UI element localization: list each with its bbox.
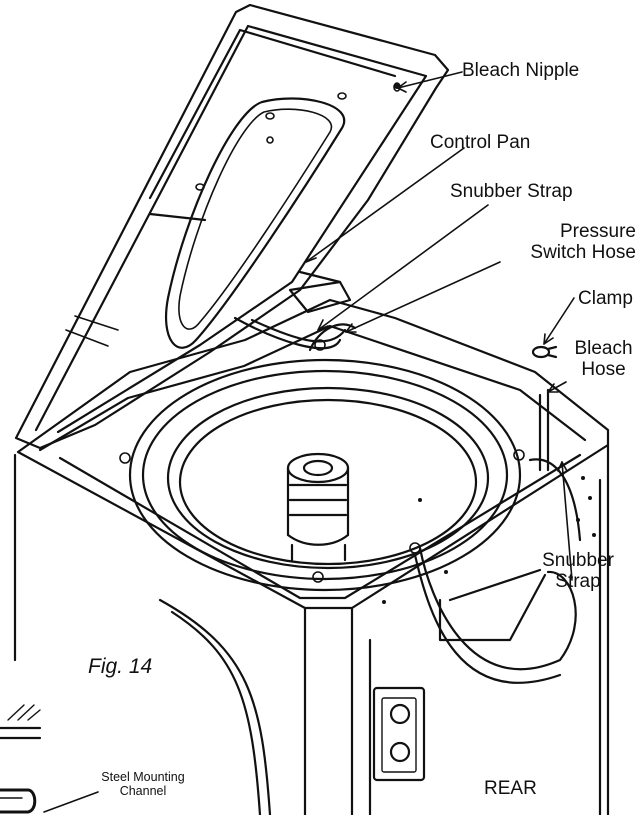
label-pressure-line1: Pressure [559,221,636,242]
agitator-hub [286,452,350,562]
control-pan [288,270,352,314]
label-pressure-switch-hose: Pressure Switch Hose [496,221,636,263]
label-clamp: Clamp [578,288,633,309]
cabinet-panel-curves [158,478,602,817]
label-hose-line2: Hose [581,359,626,380]
label-steel-mounting-channel: Steel Mounting Channel [88,770,198,798]
label-bleach-hose: Bleach Hose [566,338,641,380]
steel-mounting-channel [0,704,42,814]
lid-window-inner [178,108,333,330]
label-bleach-line1: Bleach [574,338,633,359]
outlet-panel [372,686,426,782]
label-snubber-strap-top: Snubber Strap [450,181,573,202]
label-channel-line2: Channel [119,784,167,798]
label-control-pan: Control Pan [430,132,531,153]
tub-ring [128,358,522,592]
leader-lines [43,71,575,813]
clamp-part [531,345,558,359]
frame-fasteners [119,339,525,583]
figure-caption: Fig. 14 [88,655,153,678]
label-switch-hose-line2: Switch Hose [530,242,636,263]
label-steel-mounting-line1: Steel Mounting [101,770,185,784]
label-rear: REAR [484,778,537,799]
label-snubber-line1: Snubber [542,550,614,571]
label-snubber-strap-side: Snubber Strap [522,550,634,592]
label-strap-line2: Strap [555,571,601,592]
label-bleach-nipple: Bleach Nipple [462,60,580,81]
small-parts [382,83,596,604]
lid [14,3,450,450]
lid-window [165,97,346,349]
cabinet [13,298,610,817]
